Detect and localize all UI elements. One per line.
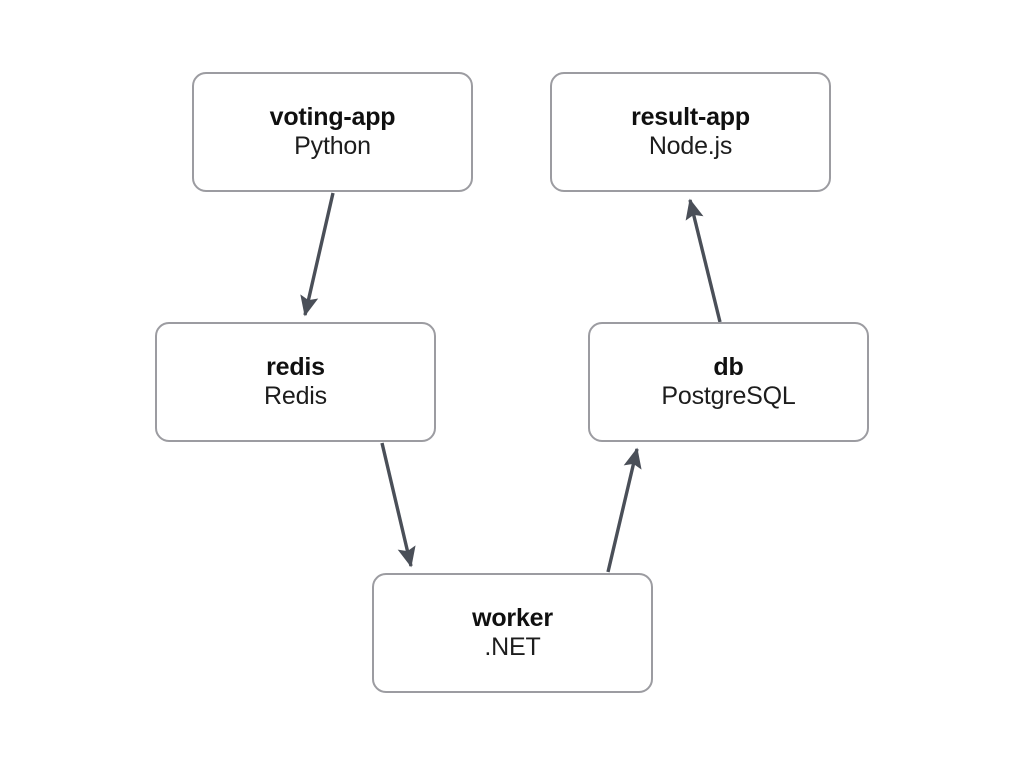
node-voting-app-subtitle: Python <box>294 132 371 160</box>
edge-redis-to-worker <box>380 442 416 568</box>
node-worker[interactable]: worker .NET <box>372 573 653 693</box>
node-worker-title: worker <box>472 603 553 632</box>
node-voting-app[interactable]: voting-app Python <box>192 72 473 192</box>
node-db-subtitle: PostgreSQL <box>661 382 796 410</box>
node-result-app-title: result-app <box>631 102 750 131</box>
node-db-title: db <box>713 352 744 381</box>
node-result-app[interactable]: result-app Node.js <box>550 72 831 192</box>
node-redis-subtitle: Redis <box>264 382 327 410</box>
node-db[interactable]: db PostgreSQL <box>588 322 869 442</box>
node-redis-title: redis <box>266 352 325 381</box>
node-voting-app-title: voting-app <box>269 102 396 131</box>
edge-worker-to-db <box>606 447 642 573</box>
node-worker-subtitle: .NET <box>484 633 541 661</box>
node-redis[interactable]: redis Redis <box>155 322 436 442</box>
edge-voting-app-to-redis <box>300 192 335 317</box>
node-result-app-subtitle: Node.js <box>648 132 733 160</box>
edge-db-to-result-app <box>685 198 722 323</box>
